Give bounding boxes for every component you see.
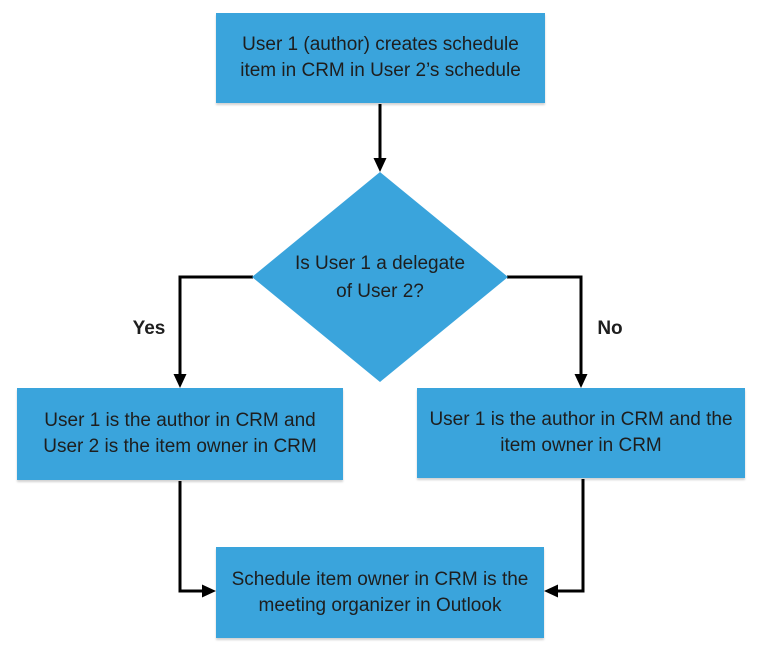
connector-no-to-end bbox=[544, 479, 585, 598]
node-no-result: User 1 is the author in CRM and the item… bbox=[417, 388, 745, 478]
connector-start-to-decision bbox=[373, 104, 387, 172]
arrowhead-down-icon bbox=[173, 374, 187, 388]
node-yes-result: User 1 is the author in CRM and User 2 i… bbox=[17, 388, 343, 480]
edge-label-yes: Yes bbox=[132, 318, 166, 339]
node-decision-text: Is User 1 a delegate of User 2? bbox=[294, 253, 466, 302]
arrowhead-down-icon bbox=[373, 158, 387, 172]
node-decision: Is User 1 a delegate of User 2? bbox=[290, 234, 470, 322]
decision-diamond-shape bbox=[252, 172, 508, 382]
connector-yes-to-end bbox=[178, 481, 216, 598]
arrowhead-left-icon bbox=[544, 584, 558, 598]
connector-decision-to-yes bbox=[173, 275, 253, 388]
node-end-text: Schedule item owner in CRM is the meetin… bbox=[231, 568, 529, 616]
node-start: User 1 (author) creates schedule item in… bbox=[216, 13, 545, 103]
arrowhead-down-icon bbox=[574, 374, 588, 388]
node-start-text: User 1 (author) creates schedule item in… bbox=[240, 34, 521, 81]
node-yes-result-text: User 1 is the author in CRM and User 2 i… bbox=[43, 410, 317, 457]
arrowhead-right-icon bbox=[202, 584, 216, 598]
node-end: Schedule item owner in CRM is the meetin… bbox=[216, 547, 544, 638]
node-no-result-text: User 1 is the author in CRM and the item… bbox=[429, 409, 733, 456]
connector-decision-to-no bbox=[507, 275, 588, 388]
edge-label-no: No bbox=[597, 318, 623, 339]
